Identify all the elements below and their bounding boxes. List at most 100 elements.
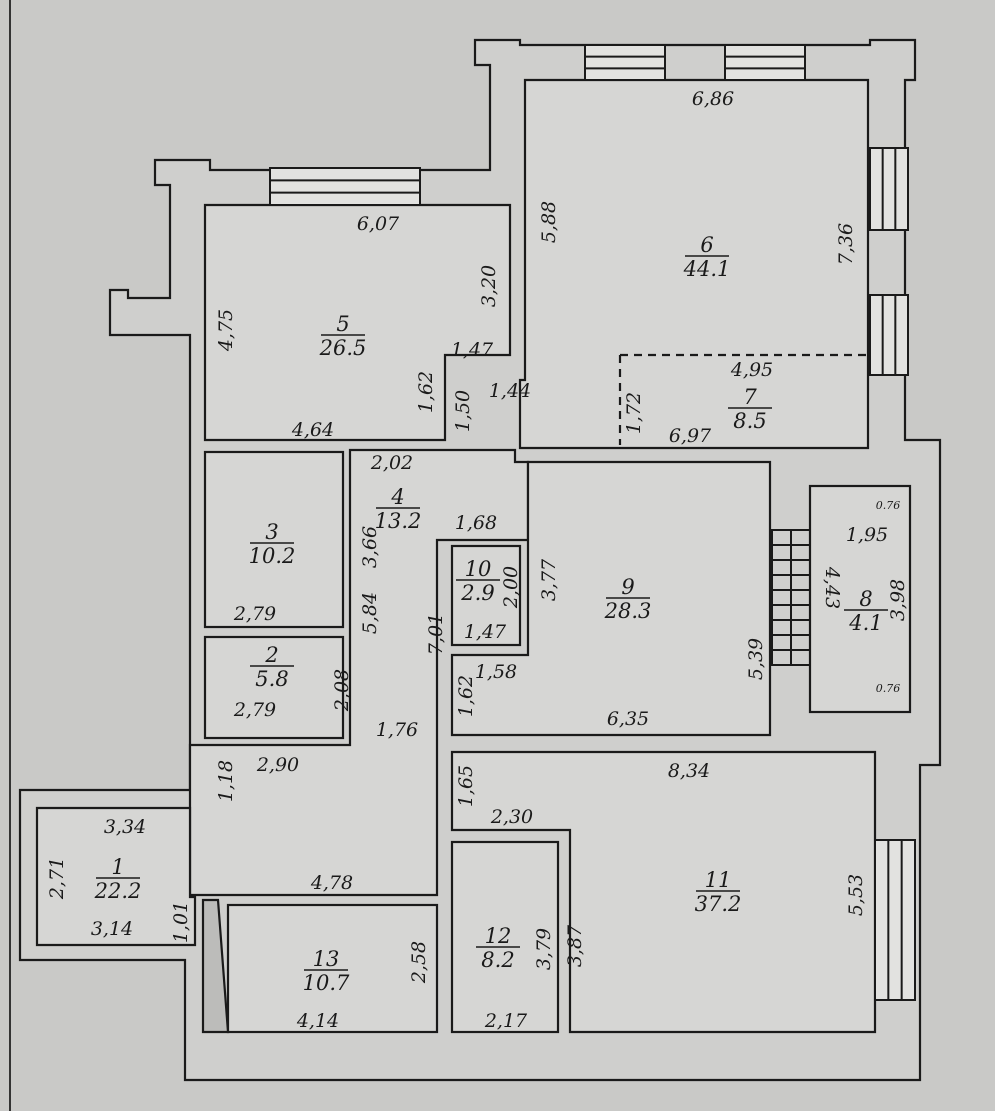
room-labels: 122.225.8310.2413.2526.5644.178.584.1928… <box>94 233 888 995</box>
room-area: 5.8 <box>255 667 288 691</box>
dimension-label: 2,30 <box>490 806 533 828</box>
room-13 <box>226 903 439 1034</box>
dimension-labels: 6,86 6,07 5,88 7,36 4,75 3,20 1,47 1,62 1,50 1,44… <box>46 88 909 1032</box>
dimension-label: 8,34 <box>668 760 710 782</box>
dimension-label: 3,20 <box>478 265 500 307</box>
room-number: 1 <box>111 855 124 879</box>
room-11 <box>450 750 877 1034</box>
window <box>269 167 421 206</box>
dimension-label: 6,07 <box>357 213 400 235</box>
dimension-label: 3,34 <box>104 816 146 838</box>
stairs <box>771 529 811 666</box>
room-area: 37.2 <box>695 892 742 916</box>
room-8 <box>808 484 912 714</box>
dimension-label: 3,79 <box>533 928 555 970</box>
window <box>869 294 909 376</box>
dimension-label: 2,02 <box>370 452 413 474</box>
room-label-12: 128.2 <box>476 924 520 972</box>
dimension-label: 4,75 <box>215 309 237 352</box>
room-area: 8.2 <box>481 948 514 972</box>
zone-7-divider <box>618 353 868 445</box>
room-area: 10.2 <box>249 544 296 568</box>
dimension-label: 1,47 <box>464 621 507 643</box>
closet-13 <box>201 898 230 1034</box>
room-label-7: 78.5 <box>728 385 772 433</box>
room-label-9: 928.3 <box>604 575 652 623</box>
window <box>724 44 806 81</box>
dimension-label: 1,76 <box>376 719 418 741</box>
room-label-3: 310.2 <box>249 520 296 568</box>
window <box>869 147 909 231</box>
dimension-label: 2,17 <box>484 1010 528 1032</box>
dimension-label: 6,86 <box>692 88 734 110</box>
dimension-label: 4,64 <box>291 419 334 441</box>
hallway-4 <box>188 448 530 897</box>
dimension-label: 2,00 <box>500 566 522 609</box>
room-12 <box>450 840 560 1034</box>
dimension-label: 1,72 <box>623 392 645 434</box>
windows <box>269 44 916 1001</box>
room-area: 28.3 <box>604 599 652 623</box>
room-label-10: 102.9 <box>456 557 500 605</box>
dimension-label: 2,58 <box>408 941 430 984</box>
dimension-label: 0.76 <box>876 682 901 695</box>
dimension-label: 2,90 <box>256 754 299 776</box>
room-label-8: 84.1 <box>844 587 888 635</box>
room-number: 7 <box>743 385 757 409</box>
room-area: 44.1 <box>683 257 731 281</box>
dimension-label: 1,65 <box>455 765 477 807</box>
dimension-label: 1,01 <box>170 901 192 943</box>
dimension-label: 4,14 <box>296 1010 339 1032</box>
room-area: 4.1 <box>848 611 882 635</box>
room-3 <box>203 450 345 629</box>
dimension-label: 5,84 <box>359 592 381 634</box>
dimension-label: 2,79 <box>233 699 276 721</box>
room-area: 10.7 <box>303 971 350 995</box>
dimension-label: 1,62 <box>415 371 437 413</box>
dimension-label: 2,08 <box>331 669 353 712</box>
room-number: 5 <box>336 312 349 336</box>
room-number: 10 <box>465 557 492 581</box>
dimension-label: 3,66 <box>359 526 381 568</box>
dimension-label: 3,87 <box>564 924 586 967</box>
room-number: 8 <box>859 587 872 611</box>
room-area: 13.2 <box>375 509 422 533</box>
room-area: 2.9 <box>460 581 494 605</box>
room-label-5: 526.5 <box>319 312 367 360</box>
dimension-label: 3,77 <box>538 558 560 601</box>
room-number: 11 <box>705 868 732 892</box>
walls <box>18 38 942 1082</box>
room-1 <box>35 806 197 947</box>
window <box>584 44 666 81</box>
dimension-label: 1,50 <box>452 390 474 432</box>
dimension-label: 5,53 <box>845 874 867 916</box>
dimension-label: 1,44 <box>489 380 531 402</box>
room-number: 13 <box>313 947 340 971</box>
dimension-label: 1,47 <box>451 339 494 361</box>
room-area: 8.5 <box>733 409 766 433</box>
room-label-4: 413.2 <box>375 485 422 533</box>
room-label-6: 644.1 <box>683 233 731 281</box>
room-10 <box>450 544 522 647</box>
dimension-label: 2,79 <box>233 603 276 625</box>
room-number: 2 <box>264 643 278 667</box>
room-number: 12 <box>485 924 512 948</box>
room-number: 4 <box>390 485 404 509</box>
dimension-label: 7,36 <box>835 223 857 265</box>
room-number: 9 <box>621 575 634 599</box>
dimension-label: 1,18 <box>215 760 237 802</box>
room-number: 3 <box>265 520 278 544</box>
dimension-label: 0.76 <box>876 499 901 512</box>
dimension-label: 3,98 <box>887 579 909 621</box>
dimension-label: 2,71 <box>46 857 68 900</box>
room-area: 22.2 <box>94 879 142 903</box>
dimension-label: 5,88 <box>538 201 560 243</box>
room-label-2: 25.8 <box>250 643 294 691</box>
dimension-label: 7,01 <box>425 613 447 655</box>
dimension-label: 6,97 <box>669 425 712 447</box>
dimension-label: 1,68 <box>455 512 497 534</box>
dimension-label: 1,58 <box>475 661 517 683</box>
